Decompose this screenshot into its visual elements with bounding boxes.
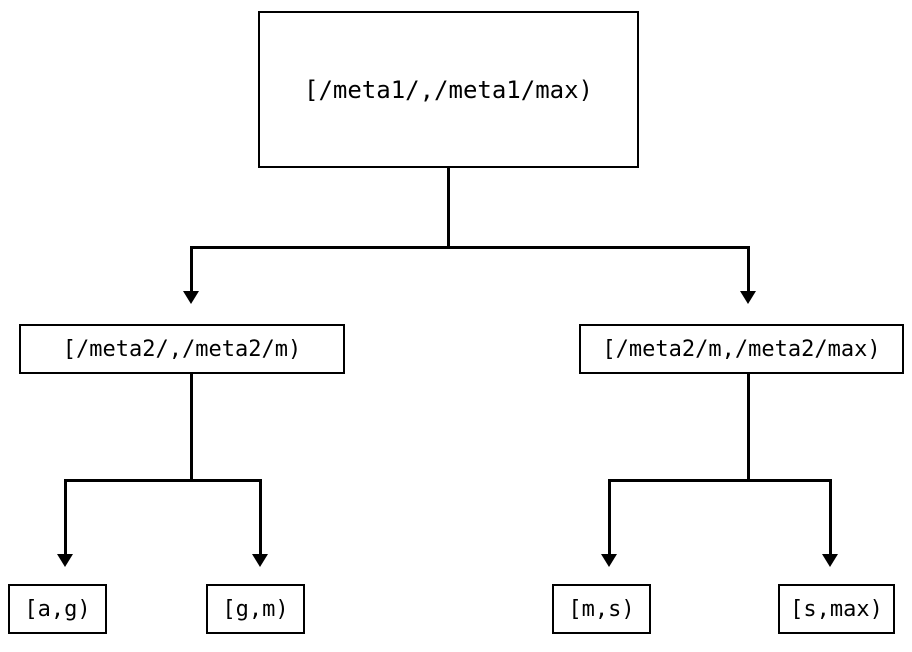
tree-node-leaf-ag[interactable]: [a,g) (8, 584, 107, 634)
edge-mid-right-to-leaf-ms (608, 479, 611, 554)
tree-node-mid-left-label: [/meta2/,/meta2/m) (62, 336, 302, 362)
tree-node-leaf-ag-label: [a,g) (24, 596, 91, 622)
tree-node-leaf-ms-label: [m,s) (568, 596, 635, 622)
tree-node-root[interactable]: [/meta1/,/meta1/max) (258, 11, 639, 168)
edge-mid-left-to-leaf-gm (259, 479, 262, 554)
tree-node-mid-left[interactable]: [/meta2/,/meta2/m) (19, 324, 345, 374)
tree-node-leaf-gm[interactable]: [g,m) (206, 584, 305, 634)
arrowhead-icon-leaf-ms (601, 554, 617, 567)
arrowhead-icon-mid-left (183, 291, 199, 304)
edge-mid-left-bus (64, 479, 262, 482)
edge-root-to-mid-right (747, 246, 750, 291)
tree-node-mid-right-label: [/meta2/m,/meta2/max) (602, 336, 881, 362)
edge-mid-right-bus (608, 479, 832, 482)
edge-root-bus (190, 246, 750, 249)
edge-mid-right-to-leaf-smax (829, 479, 832, 554)
arrowhead-icon-leaf-gm (252, 554, 268, 567)
tree-node-leaf-ms[interactable]: [m,s) (552, 584, 651, 634)
edge-mid-right-stem (747, 374, 750, 481)
edge-mid-left-stem (190, 374, 193, 481)
arrowhead-icon-leaf-ag (57, 554, 73, 567)
arrowhead-icon-mid-right (740, 291, 756, 304)
tree-node-mid-right[interactable]: [/meta2/m,/meta2/max) (579, 324, 904, 374)
arrowhead-icon-leaf-smax (822, 554, 838, 567)
tree-node-leaf-gm-label: [g,m) (222, 596, 289, 622)
tree-node-root-label: [/meta1/,/meta1/max) (304, 75, 593, 104)
tree-node-leaf-smax-label: [s,max) (790, 596, 883, 622)
tree-node-leaf-smax[interactable]: [s,max) (778, 584, 895, 634)
edge-root-to-mid-left (190, 246, 193, 291)
edge-root-stem (447, 168, 450, 248)
edge-mid-left-to-leaf-ag (64, 479, 67, 554)
